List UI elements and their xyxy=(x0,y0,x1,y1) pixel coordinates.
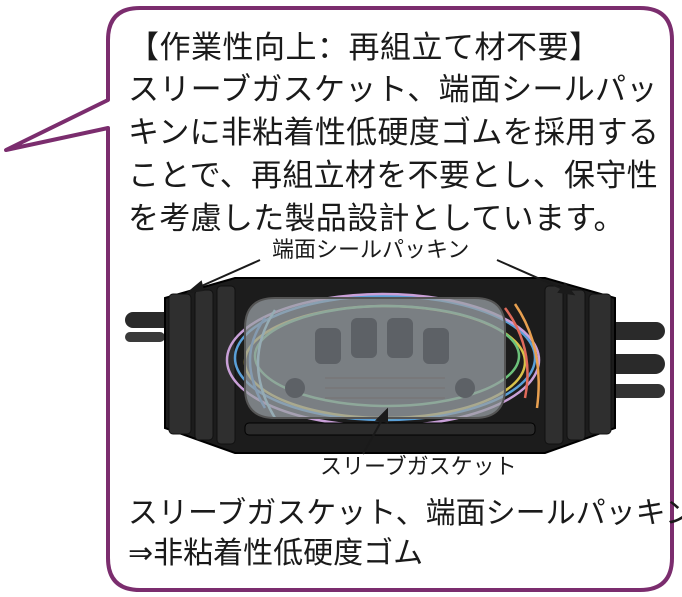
description-line: を考慮した製品設計としています。 xyxy=(128,201,625,237)
sleeve-gasket-label: スリーブガスケット xyxy=(316,455,521,481)
description-line: スリーブガスケット、端面シールパッ xyxy=(128,72,658,108)
description-line: ことで、再組立材を不要とし、保守性 xyxy=(128,158,658,194)
summary-line: ⇒非粘着性低硬度ゴム xyxy=(128,536,424,571)
description-line: キンに非粘着性低硬度ゴムを採用する xyxy=(128,115,660,151)
summary-line: スリーブガスケット、端面シールパッキン xyxy=(128,496,682,531)
fiber-closure-photo xyxy=(125,259,665,455)
end-seal-label: 端面シールパッキン xyxy=(268,238,474,264)
heading-text: 【作業性向上：再組立て材不要】 xyxy=(128,30,601,66)
